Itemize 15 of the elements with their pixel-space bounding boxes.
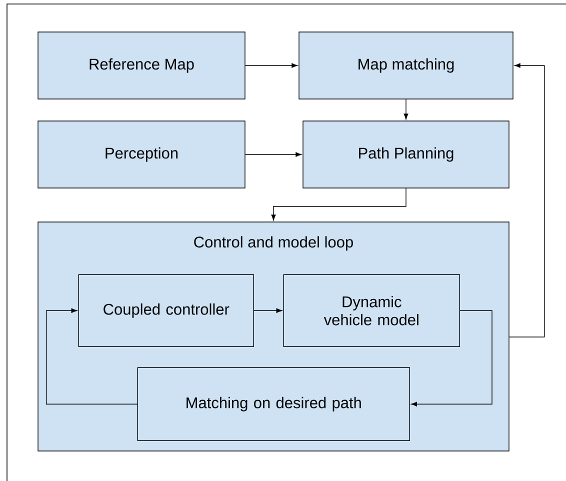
process-box: Reference Map <box>38 32 246 100</box>
arrow <box>411 310 492 406</box>
arrow <box>271 188 406 220</box>
arrow <box>254 308 282 313</box>
process-box: Perception <box>38 120 246 188</box>
arrow <box>245 63 298 68</box>
process-box: Coupled controller <box>78 274 254 347</box>
arrow <box>404 99 408 120</box>
process-box: Path Planning <box>302 120 510 188</box>
process-box: Map matching <box>298 32 514 100</box>
process-box: Dynamic vehicle model <box>283 274 460 347</box>
arrow <box>46 308 138 404</box>
process-box: Matching on desired path <box>137 367 410 441</box>
arrow <box>245 152 302 157</box>
arrow <box>509 63 545 338</box>
